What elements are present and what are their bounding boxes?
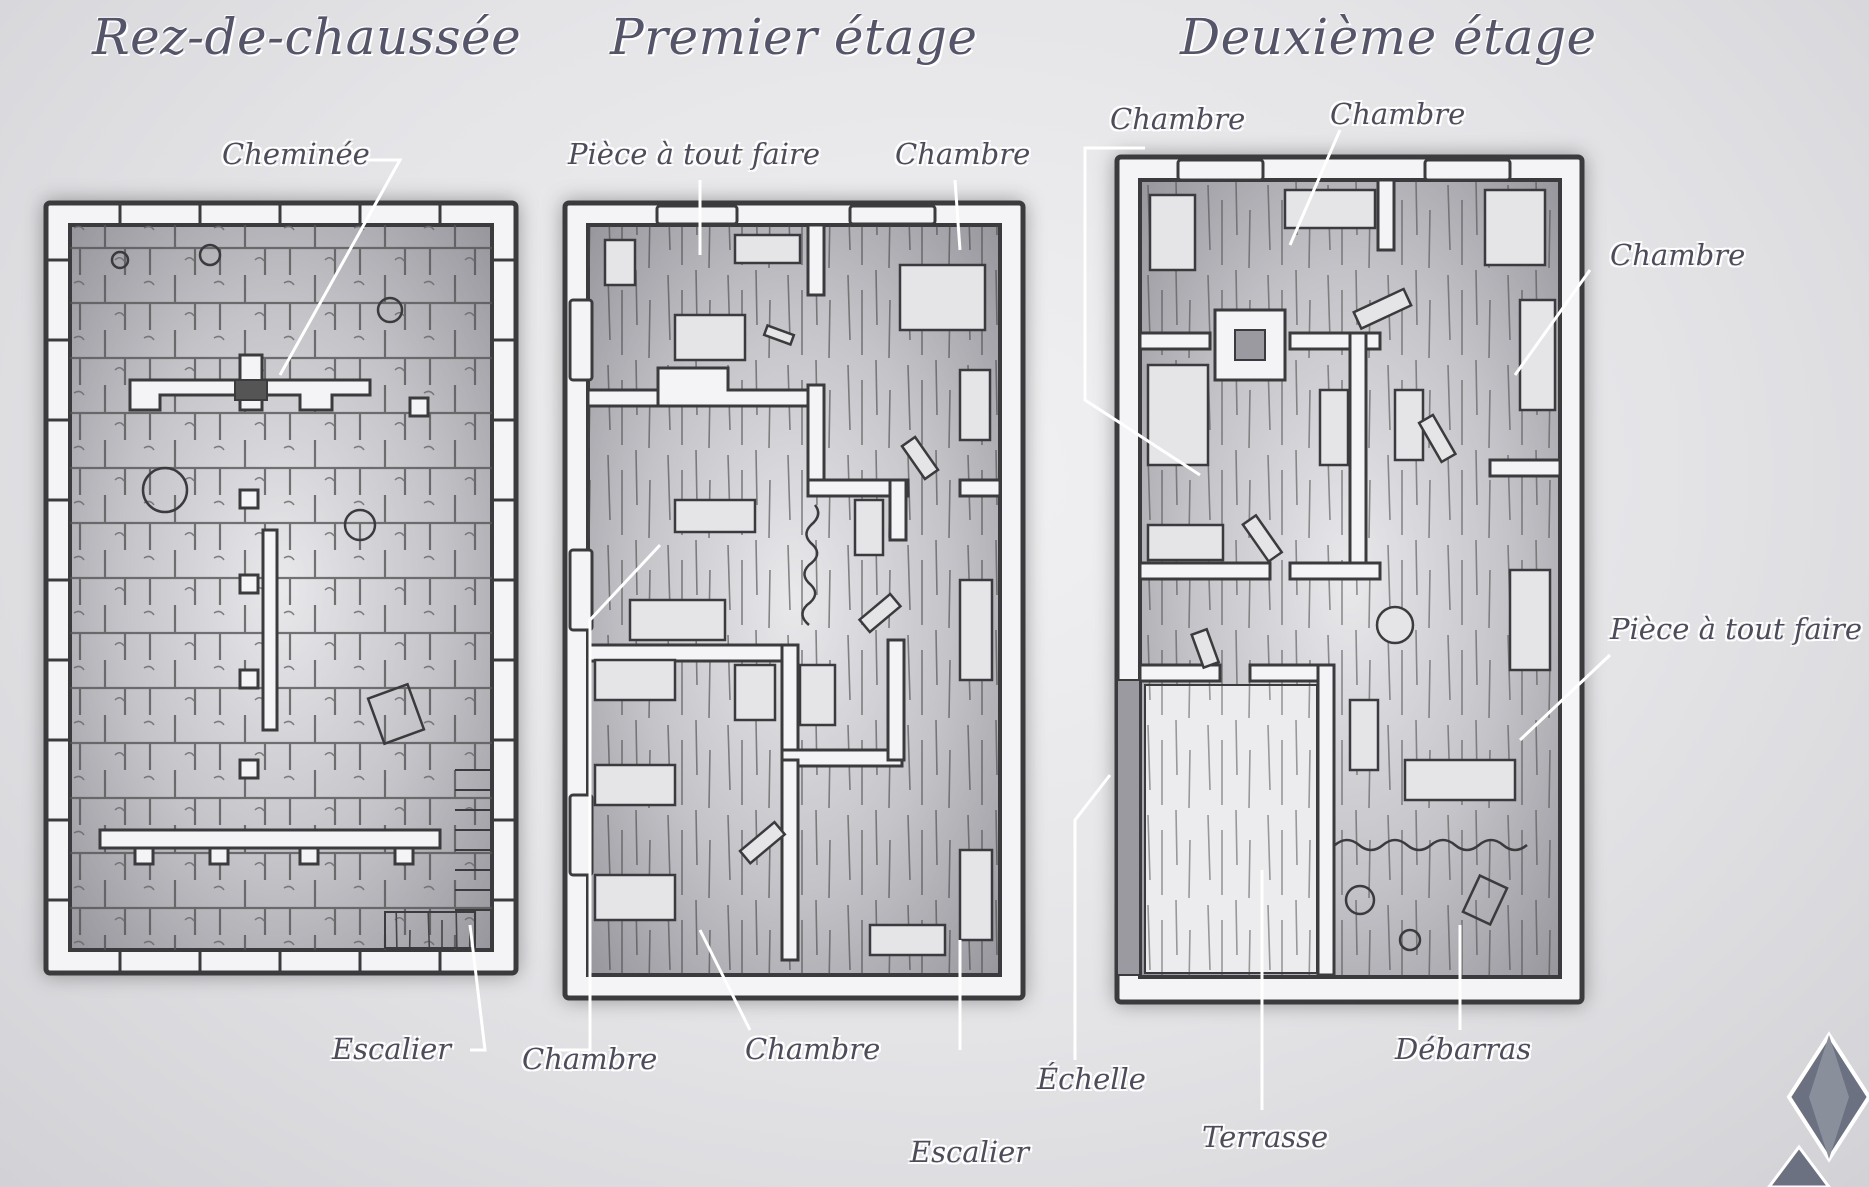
label-echelle: Échelle [1037, 1062, 1146, 1096]
label-chambre-first-top: Chambre [895, 137, 1031, 171]
first-floor-plan [562, 200, 1026, 1001]
label-chambre-second-left: Chambre [1110, 102, 1246, 136]
label-chambre-second-right: Chambre [1610, 238, 1746, 272]
label-chambre-first-bottom: Chambre [745, 1032, 881, 1066]
floor-title-second: Deuxième étage [1180, 8, 1597, 66]
compass-diamond-logo [1767, 1031, 1869, 1187]
label-cheminee: Cheminée [222, 137, 370, 171]
label-escalier-ground: Escalier [332, 1032, 452, 1066]
second-floor-plan [1114, 154, 1585, 1005]
label-terrasse: Terrasse [1202, 1120, 1329, 1154]
label-escalier-first: Escalier [910, 1135, 1030, 1169]
label-chambre-first-left: Chambre [522, 1042, 658, 1076]
floor-title-ground: Rez-de-chaussée [92, 8, 522, 66]
leader-lines [278, 129, 1612, 1110]
floor-title-first: Premier étage [610, 8, 978, 66]
ground-floor-plan [43, 200, 519, 976]
label-debarras: Débarras [1395, 1032, 1532, 1066]
label-piece-a-tout-faire-second: Pièce à tout faire [1610, 612, 1863, 646]
label-chambre-second-top: Chambre [1330, 97, 1466, 131]
label-piece-a-tout-faire-first: Pièce à tout faire [568, 137, 821, 171]
